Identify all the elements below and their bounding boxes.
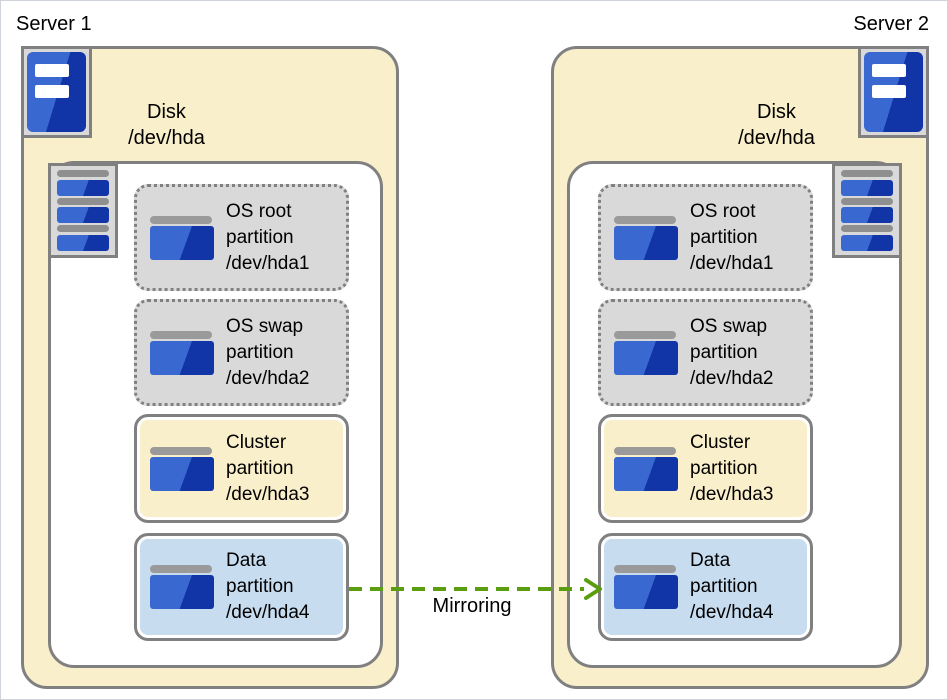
partition-label: OS root partition /dev/hda1 [690,200,774,274]
partition-os-root: OS root partition /dev/hda1 [598,184,813,291]
server-tower-body [864,52,923,132]
partition-label: Data partition /dev/hda4 [690,550,774,623]
partition-data: Data partition /dev/hda4 [598,533,813,641]
disk-stack-icon [48,163,118,258]
mirroring-label: Mirroring [432,595,512,617]
partition-icon [614,565,678,609]
partition-icon [150,446,214,491]
partition-label: OS swap partition /dev/hda2 [226,315,310,389]
server-tower-icon [858,46,929,138]
server1-label: Server 1 [16,13,92,35]
disk-label-line1: Disk [147,101,186,123]
partition-os-root: OS root partition /dev/hda1 [134,184,349,291]
disk-label: Disk /dev/hda [84,99,249,151]
partition-cluster: Cluster partition /dev/hda3 [598,414,813,523]
partition-data: Data partition /dev/hda4 [134,533,349,641]
server2-label: Server 2 [853,13,929,35]
partition-icon [150,565,214,609]
disk-label-line2: /dev/hda [128,127,205,149]
partition-label: Cluster partition /dev/hda3 [690,431,774,505]
partition-cluster: Cluster partition /dev/hda3 [134,414,349,523]
partition-icon [150,330,214,375]
partition-label: OS swap partition /dev/hda2 [690,315,774,389]
partition-label: OS root partition /dev/hda1 [226,200,310,274]
disk-label-line2: /dev/hda [738,127,815,149]
server1-box: Disk /dev/hda OS root partition /dev/hda… [21,46,399,689]
partition-icon [614,330,678,375]
partition-icon [614,215,678,260]
partition-icon [150,215,214,260]
server-tower-body [27,52,86,132]
server-tower-icon [21,46,92,138]
disk-stack-icon [832,163,902,258]
partition-os-swap: OS swap partition /dev/hda2 [598,299,813,406]
partition-icon [614,446,678,491]
disk-label-line1: Disk [757,101,796,123]
partition-os-swap: OS swap partition /dev/hda2 [134,299,349,406]
mirroring-arrow-icon [349,578,602,600]
server2-box: Disk /dev/hda OS root partition /dev/hda… [551,46,929,689]
disk-label: Disk /dev/hda [694,99,859,151]
partition-label: Data partition /dev/hda4 [226,550,310,623]
partition-label: Cluster partition /dev/hda3 [226,431,310,505]
